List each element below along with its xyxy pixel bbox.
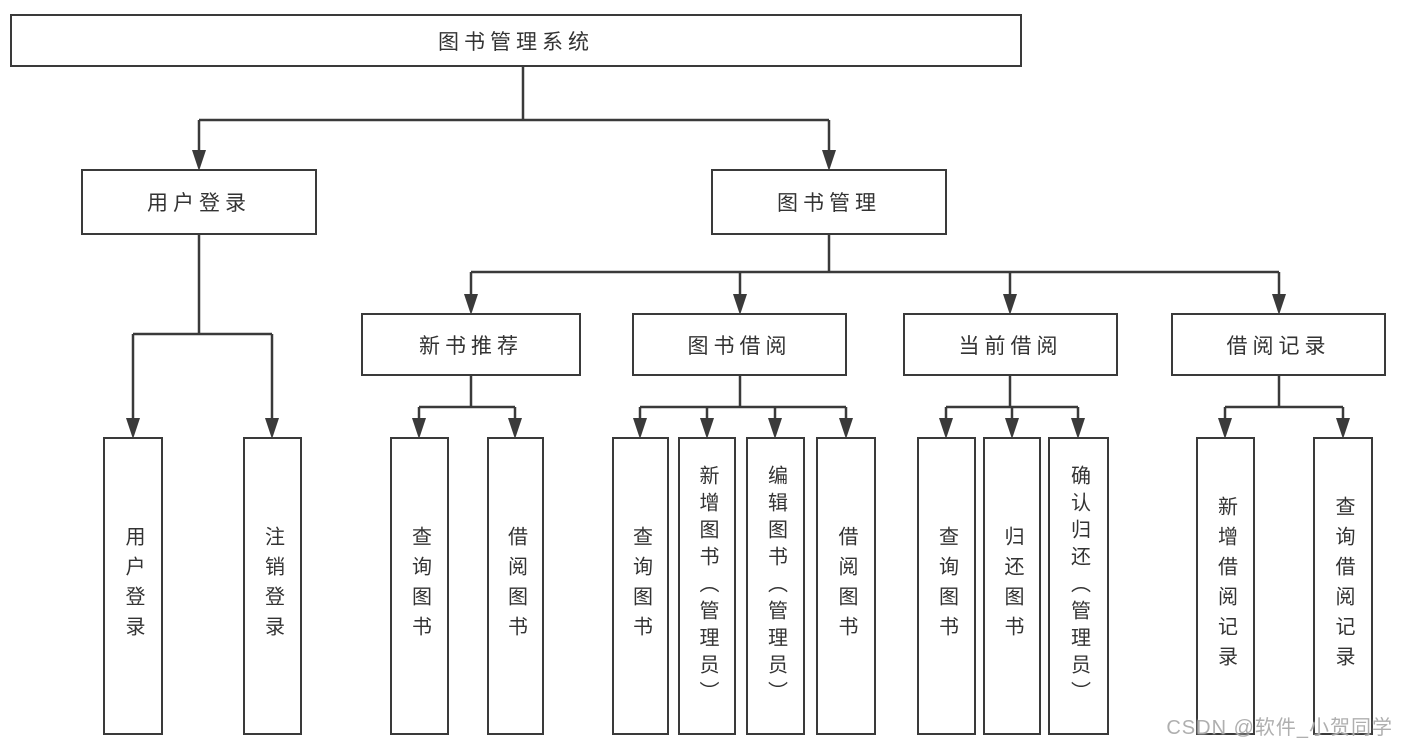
- node-current-query-books: 查询图书: [917, 437, 976, 735]
- node-book-borrowing: 图书借阅: [632, 313, 847, 376]
- node-user-login: 用户登录: [81, 169, 317, 235]
- node-recommend-query-books: 查询图书: [390, 437, 449, 735]
- node-book-management: 图书管理: [711, 169, 947, 235]
- node-query-borrow-record: 查询借阅记录: [1313, 437, 1373, 735]
- node-add-borrow-record: 新增借阅记录: [1196, 437, 1255, 735]
- csdn-watermark: CSDN @软件_小贺同学: [1166, 717, 1393, 739]
- node-edit-books-admin: 编辑图书（管理员）: [746, 437, 805, 735]
- node-current-borrowing: 当前借阅: [903, 313, 1118, 376]
- node-borrowing-query-books: 查询图书: [612, 437, 669, 735]
- node-library-management-system: 图书管理系统: [10, 14, 1022, 67]
- node-recommend-borrow-books: 借阅图书: [487, 437, 544, 735]
- node-borrowing-records: 借阅记录: [1171, 313, 1386, 376]
- node-user-login-action: 用户登录: [103, 437, 163, 735]
- node-add-books-admin: 新增图书（管理员）: [678, 437, 736, 735]
- node-return-books: 归还图书: [983, 437, 1041, 735]
- node-new-book-recommendation: 新书推荐: [361, 313, 581, 376]
- node-confirm-return-admin: 确认归还（管理员）: [1048, 437, 1109, 735]
- node-borrowing-borrow-books: 借阅图书: [816, 437, 876, 735]
- node-logout-action: 注销登录: [243, 437, 302, 735]
- arrowheads: [126, 150, 1350, 439]
